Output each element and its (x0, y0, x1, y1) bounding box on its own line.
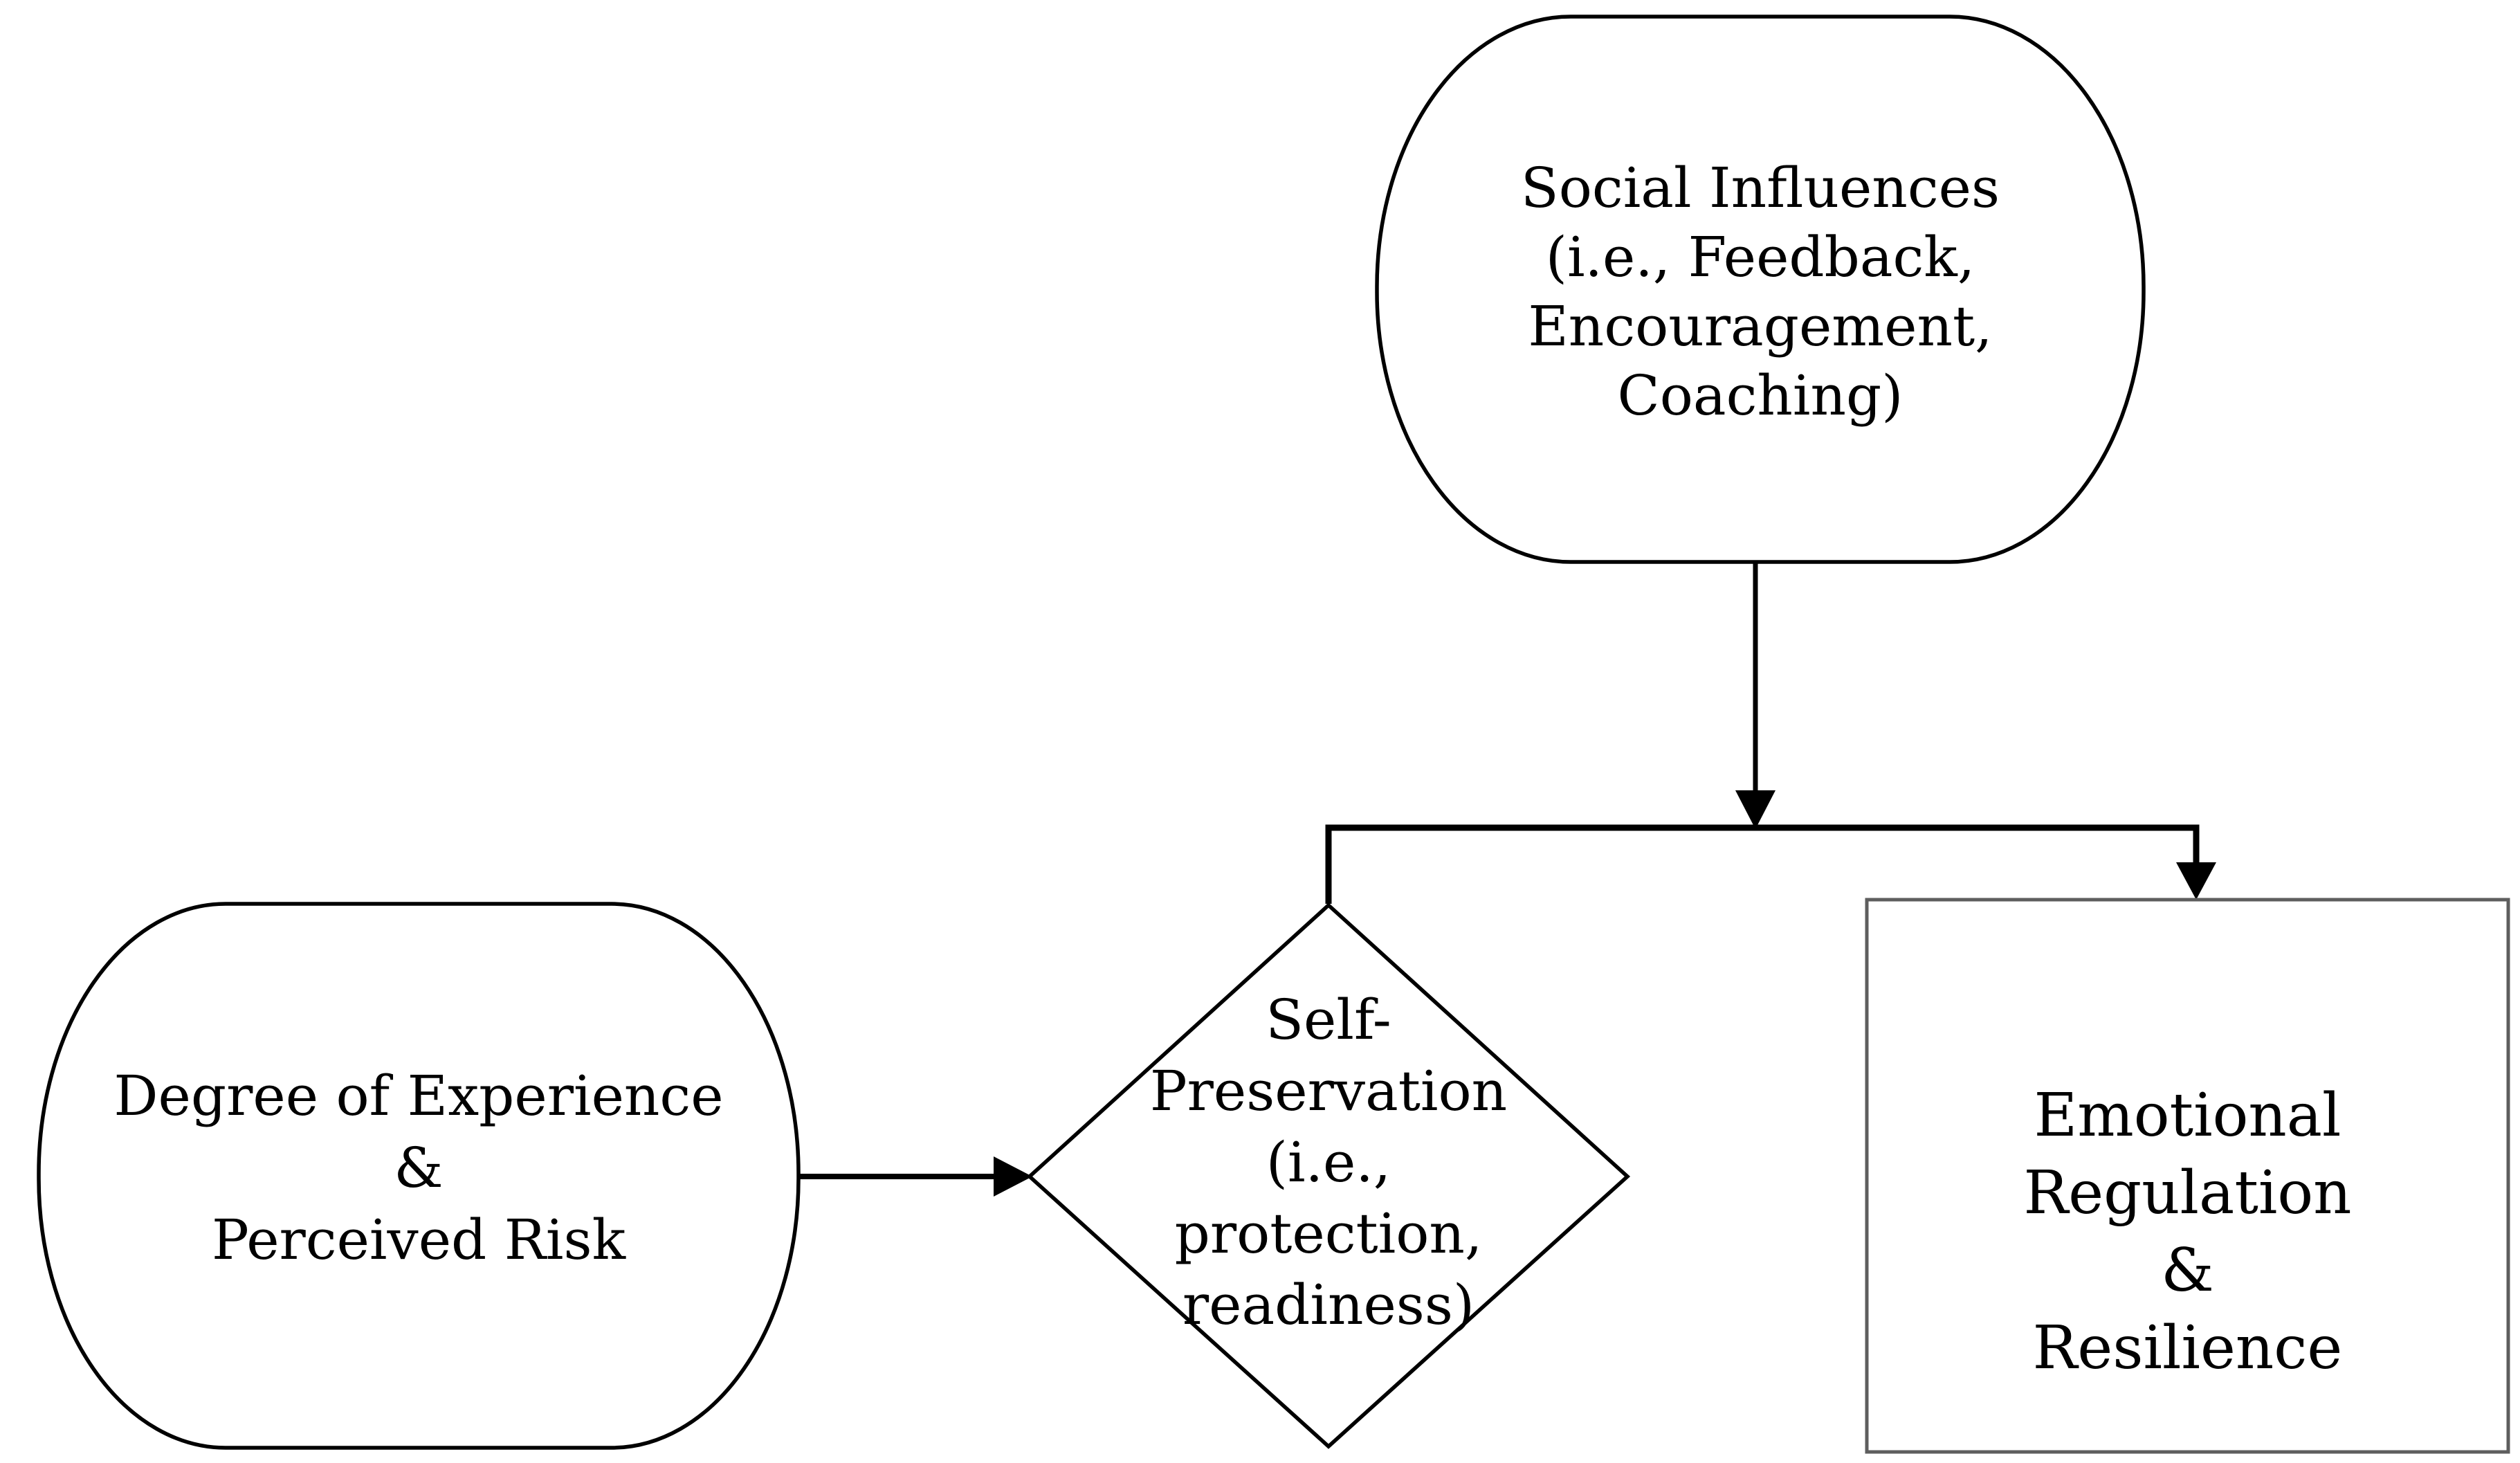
node-self-preservation-shape (1026, 902, 1631, 1449)
node-degree-experience-shape (37, 902, 801, 1450)
arrowhead-into-rectangle (2176, 862, 2216, 900)
node-social-influences-label: Social Influences (i.e., Feedback, Encou… (1520, 156, 2000, 428)
node-degree-experience-label: Degree of Experience & Perceived Risk (113, 1064, 724, 1272)
arrowhead-branch-point (1735, 790, 1775, 829)
node-emotional-regulation-shape (1865, 898, 2510, 1454)
node-emotional-regulation-label: Emotional Regulation & Resilience (2023, 1081, 2352, 1383)
edge-branch-elbow (1325, 824, 2200, 904)
arrowhead-into-diamond (994, 1156, 1032, 1197)
node-social-influences-shape (1375, 15, 2146, 564)
node-self-preservation-label: Self- Preservation (i.e., protection, re… (1149, 988, 1508, 1337)
